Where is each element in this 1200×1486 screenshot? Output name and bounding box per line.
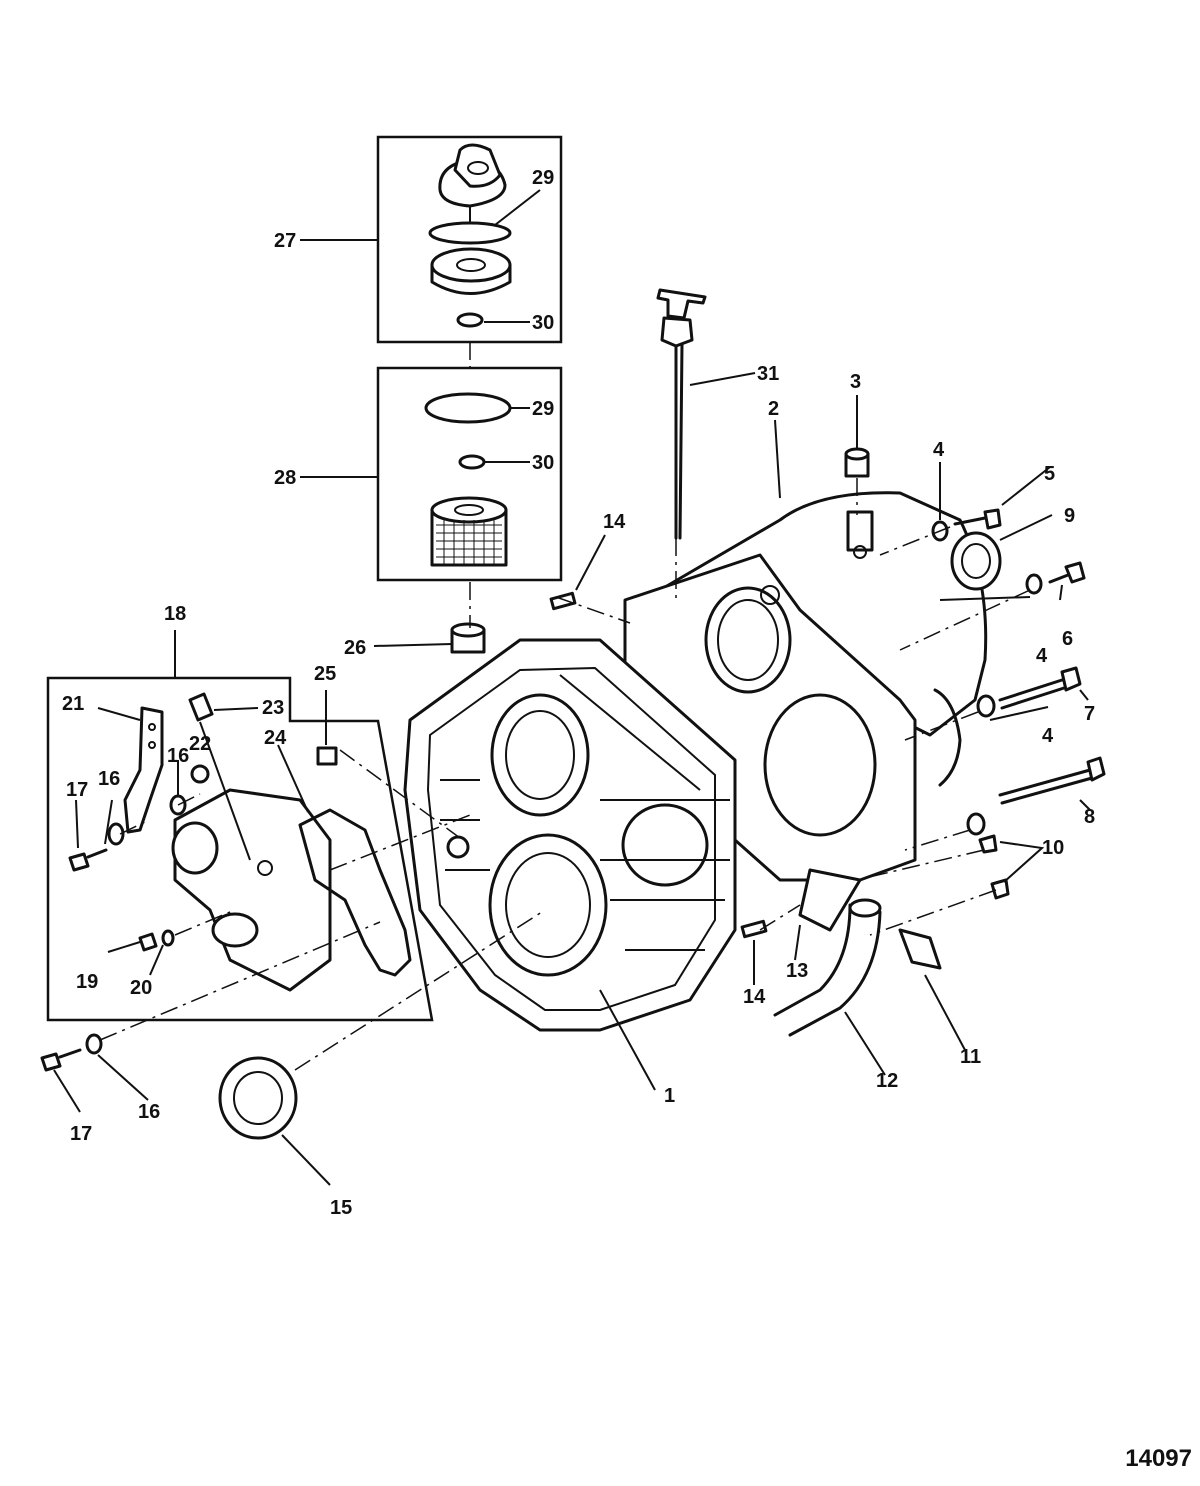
callout-19: 19: [76, 971, 98, 993]
plug-25: [316, 746, 338, 766]
callout-23: 23: [262, 697, 284, 719]
callout-9: 9: [1064, 505, 1075, 527]
switch-23: [188, 692, 214, 722]
callout-29: 29: [532, 398, 554, 420]
callout-11: 11: [960, 1046, 981, 1068]
washer-4a: [931, 520, 949, 542]
nut-22: [190, 764, 210, 784]
bolt-7: [998, 666, 1082, 710]
callout-21: 21: [62, 693, 84, 715]
bolt-6: [1048, 561, 1086, 584]
washer-4b: [1025, 573, 1043, 595]
callout-16: 16: [167, 745, 189, 767]
filler-cap: [438, 143, 507, 222]
clamp-11: [898, 928, 942, 970]
gear-housing: [403, 638, 737, 1032]
plug-3: [844, 447, 870, 478]
callout-20: 20: [130, 977, 152, 999]
callout-4: 4: [933, 439, 945, 461]
callout-3: 3: [850, 371, 861, 393]
callout-22: 22: [189, 733, 211, 755]
dowel-pin-14a: [549, 591, 577, 611]
screw-10b: [990, 878, 1010, 900]
snap-ring-30a: [456, 312, 484, 328]
hose-12: [773, 898, 882, 1037]
callout-30: 30: [532, 312, 554, 334]
callout-6: 6: [1062, 628, 1073, 650]
callout-14: 14: [603, 511, 626, 533]
dipstick: [656, 288, 707, 540]
o-ring-29a: [428, 221, 512, 245]
callout-12: 12: [876, 1070, 898, 1092]
snap-ring-30b: [458, 454, 486, 470]
gasket-24: [298, 808, 412, 977]
bolt-8: [998, 756, 1106, 805]
pump-assembly-box: [46, 676, 434, 1022]
callout-15: 15: [330, 1197, 352, 1219]
callout-8: 8: [1084, 806, 1095, 828]
callout-13: 13: [786, 960, 808, 982]
callout-7: 7: [1084, 703, 1095, 725]
oil-seal-9: [950, 531, 1002, 591]
bolt-17b: [40, 1048, 82, 1072]
bolt-5: [953, 508, 1002, 530]
callout-numbers: 1 2 3 4 4 4 5 6 7 8 9 10 11 12 13 14 14 …: [62, 167, 1095, 1219]
washer-4d: [966, 812, 986, 836]
callout-25: 25: [314, 663, 336, 685]
callout-27: 27: [274, 230, 296, 252]
callout-4: 4: [1042, 725, 1054, 747]
washer-4c: [976, 694, 996, 718]
callout-2: 2: [768, 398, 779, 420]
assembly-centerlines: [99, 478, 1031, 1071]
leader-lines: [53, 189, 1091, 1186]
callout-28: 28: [274, 467, 296, 489]
dowel-pin-14b: [740, 919, 768, 939]
bracket-21: [123, 706, 164, 834]
callout-16: 16: [138, 1101, 160, 1123]
callout-10: 10: [1042, 837, 1064, 859]
callout-26: 26: [344, 637, 366, 659]
bell-housing: [623, 491, 988, 882]
bracket-13: [798, 868, 862, 932]
screw-10a: [978, 834, 998, 854]
callout-1: 1: [664, 1085, 675, 1107]
plug-19: [138, 932, 158, 952]
callout-14: 14: [743, 986, 766, 1008]
callout-31: 31: [757, 363, 779, 385]
filter-element: [430, 496, 508, 567]
o-ring-29b: [424, 392, 512, 424]
bolt-17a: [68, 848, 108, 872]
callout-18: 18: [164, 603, 186, 625]
figure-number: 14097: [1125, 1445, 1192, 1472]
callout-5: 5: [1044, 463, 1055, 485]
callout-4: 4: [1036, 645, 1048, 667]
callout-29: 29: [532, 167, 554, 189]
pump-body: [171, 788, 332, 992]
cap-body: [430, 247, 512, 295]
callout-30: 30: [532, 452, 554, 474]
washer-16c: [85, 1033, 103, 1055]
washer-20: [161, 929, 175, 947]
oil-seal-15: [218, 1056, 298, 1140]
plug-26: [450, 622, 486, 654]
callout-17: 17: [66, 779, 88, 801]
callout-16: 16: [98, 768, 120, 790]
washer-16b: [107, 822, 125, 846]
callout-24: 24: [264, 727, 287, 749]
callout-17: 17: [70, 1123, 92, 1145]
